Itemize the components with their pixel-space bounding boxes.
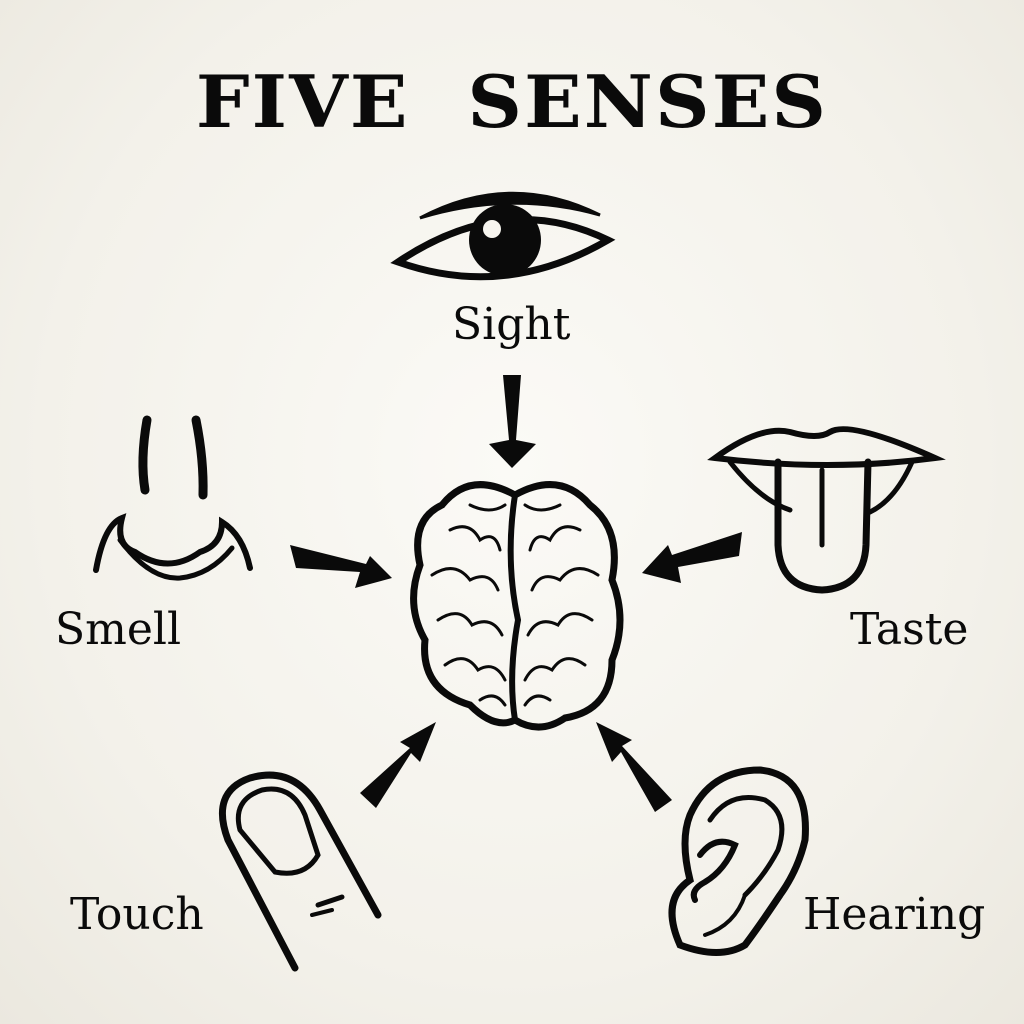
sense-label-hearing: Hearing: [803, 889, 986, 940]
sense-label-taste: Taste: [850, 604, 969, 655]
arrow-sight: [489, 375, 536, 468]
tongue-icon: [707, 426, 946, 594]
sense-label-smell: Smell: [55, 604, 182, 655]
sense-label-sight: Sight: [452, 299, 571, 350]
eye-icon: [390, 191, 616, 281]
finger-icon: [218, 771, 382, 972]
arrow-hearing: [596, 722, 672, 812]
arrow-smell: [290, 545, 392, 588]
sense-label-touch: Touch: [70, 889, 204, 940]
nose-icon: [93, 415, 253, 581]
arrow-touch: [360, 722, 436, 808]
ear-icon: [668, 766, 809, 956]
arrow-taste: [642, 532, 742, 583]
diagram-title: FIVE SENSES: [195, 59, 829, 144]
brain-icon: [410, 481, 624, 731]
